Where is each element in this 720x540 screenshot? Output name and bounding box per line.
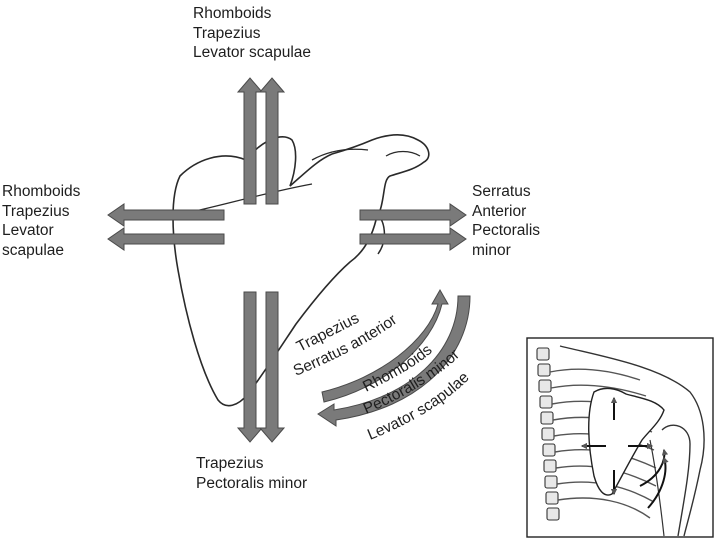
label-line: Rhomboids [2,183,81,200]
inset-thorax-illustration [526,337,714,538]
label-line: Anterior [472,202,527,220]
depression-arrows [236,291,286,443]
label-depression: Trapezius Pectoralis minor [196,454,307,493]
label-line: Rhomboids [193,5,272,22]
label-elevation: Rhomboids Trapezius Levator scapulae [193,4,311,63]
acromion-outline [311,148,421,161]
label-line: Levator scapulae [193,44,312,61]
label-line: Levator [2,222,54,239]
label-line: Trapezius [193,24,261,42]
label-line: Trapezius [2,202,70,220]
downward-rotation-arrow [317,295,471,427]
label-line: scapulae [2,241,65,259]
protraction-arrows [359,203,467,251]
label-line: Serratus [472,183,531,200]
label-line: Trapezius [196,455,264,472]
label-line: Pectoralis [472,222,541,239]
retraction-arrows [107,203,225,251]
label-line: minor [472,241,511,259]
label-retraction: Rhomboids Trapezius Levator scapulae [2,182,80,260]
label-line: Pectoralis minor [196,474,308,492]
label-protraction: Serratus Anterior Pectoralis minor [472,182,540,260]
upward-rotation-arrow [321,288,449,403]
elevation-arrows [236,77,286,205]
